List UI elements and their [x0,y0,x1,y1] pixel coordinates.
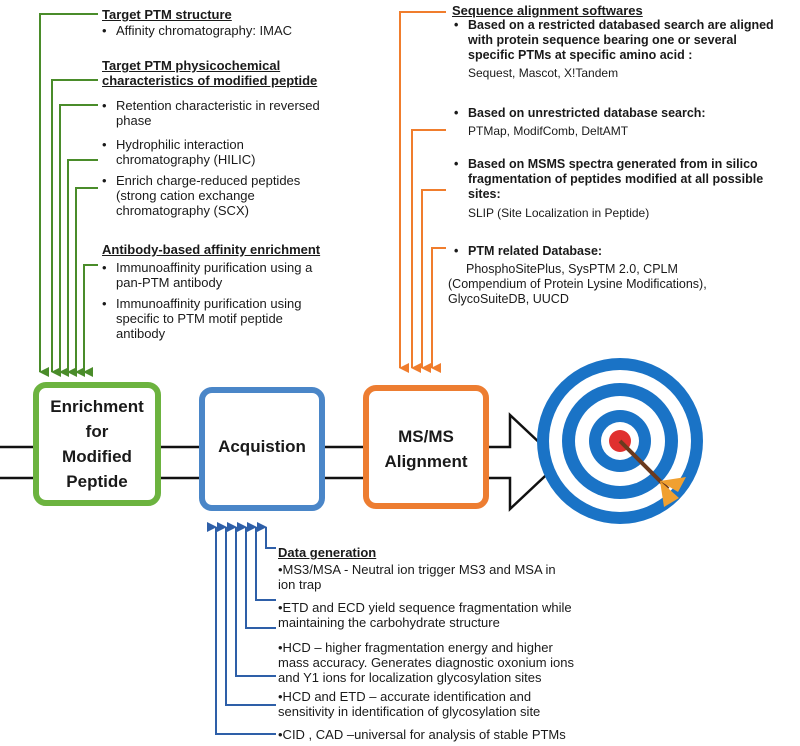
enrichment-box [33,382,161,506]
list-item: • Immunoaffinity purification using spec… [102,296,302,341]
acquisition-box [199,387,325,511]
list-item: •CID , CAD –universal for analysis of st… [278,727,566,742]
list-item: • Based on MSMS spectra generated from i… [454,157,764,201]
list-item: •MS3/MSA - Neutral ion trigger MS3 and M… [278,562,556,592]
list-item: • Enrich charge-reduced peptides (strong… [102,173,301,218]
alignment-heading: Sequence alignment softwares [452,3,643,18]
list-item: • Retention characteristic in reversed p… [102,98,320,128]
target-icon [537,358,703,524]
list-item: •HCD – higher fragmentation energy and h… [278,640,575,685]
tool-list: SLIP (Site Localization in Peptide) [468,206,650,220]
list-item: • Based on a restricted databased search… [454,18,774,62]
antibody-heading: Antibody-based affinity enrichment [102,242,321,257]
list-item: • Hydrophilic interaction chromatography… [102,137,256,167]
data-generation-heading: Data generation [278,545,377,560]
list-item: •HCD and ETD – accurate identification a… [278,689,541,719]
list-item: • Based on unrestricted database search: [454,106,706,120]
database-list: PhosphoSitePlus, SysPTM 2.0, CPLM (Compe… [448,262,707,306]
target-structure-heading: Target PTM structure [102,7,232,22]
tool-list: Sequest, Mascot, X!Tandem [468,66,619,80]
alignment-label: MS/MS Alignment [384,427,468,471]
list-item: • PTM related Database: [454,244,603,258]
acquisition-connectors [207,522,276,735]
acquisition-label: Acquistion [218,437,306,456]
physicochemical-heading: Target PTM physicochemical characteristi… [102,58,318,88]
enrichment-label: Enrichment for Modified Peptide [50,397,144,491]
alignment-connectors [399,11,446,373]
list-item: •Affinity chromatography: IMAC [102,23,293,38]
enrichment-connectors [39,13,98,377]
list-item: •ETD and ECD yield sequence fragmentatio… [278,600,572,630]
tool-list: PTMap, ModifComb, DeltAMT [468,124,629,138]
alignment-box [363,385,489,509]
list-item: • Immunoaffinity purification using a pa… [102,260,313,290]
